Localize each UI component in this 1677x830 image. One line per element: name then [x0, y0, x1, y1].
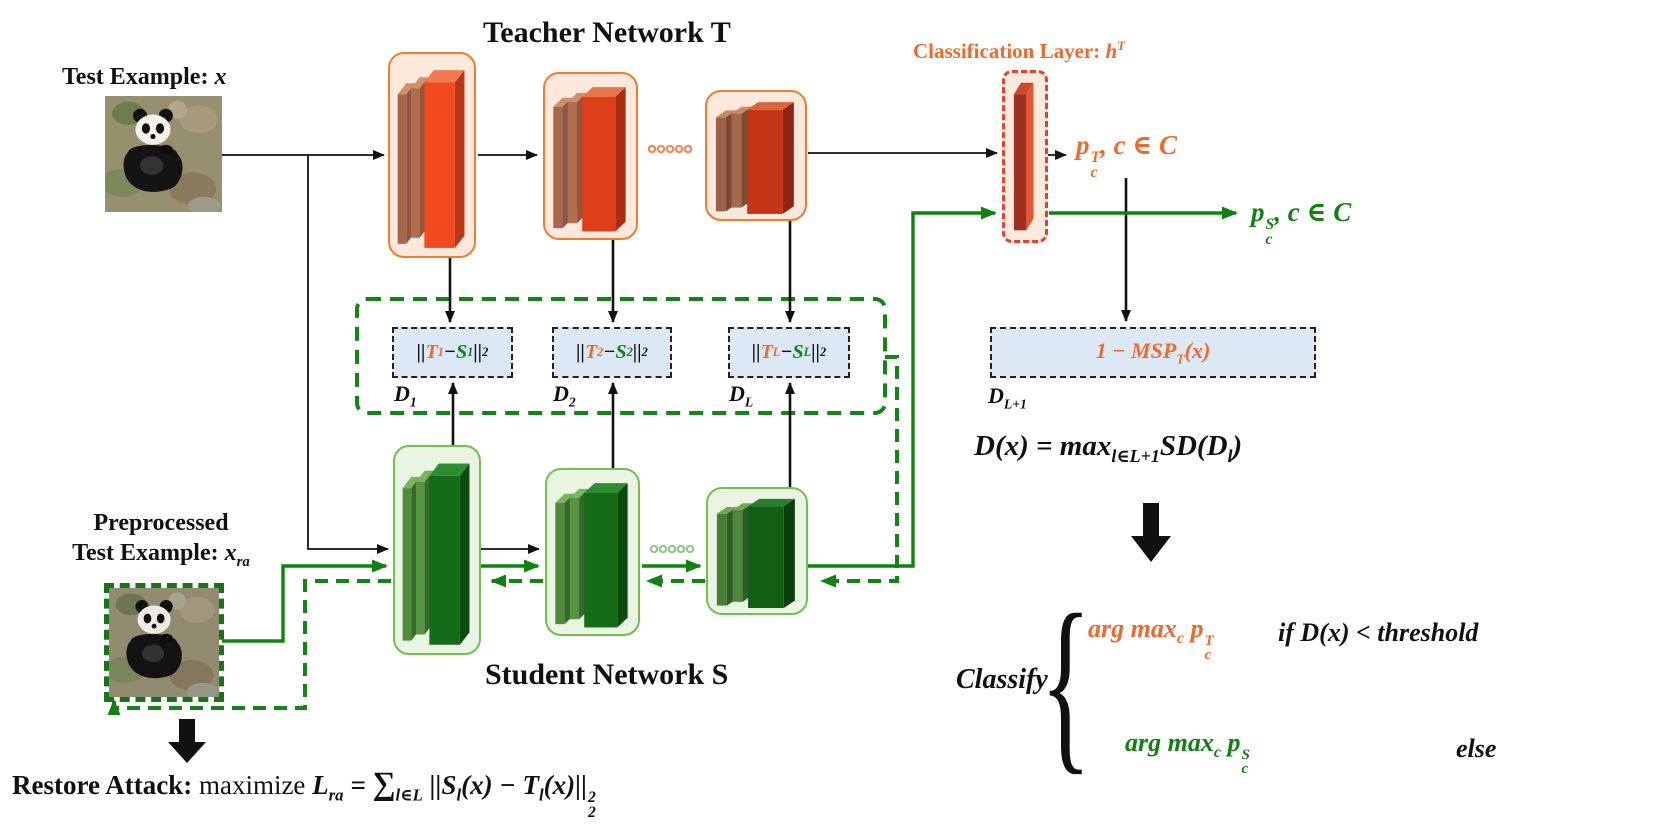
test-example-label: Test Example: x — [62, 64, 227, 90]
student-ellipsis-dots-icon — [649, 544, 695, 554]
student-layers-icon — [716, 498, 795, 609]
teacher-layers-icon — [397, 70, 465, 248]
teacher-network-title: Teacher Network T — [483, 16, 731, 49]
teacher-block-2 — [543, 72, 638, 240]
msp-box-label: DL+1 — [988, 383, 1027, 412]
classify-word: Classify — [956, 664, 1048, 695]
student-layers-icon — [402, 463, 470, 645]
distance-label-L: DL — [729, 381, 754, 410]
student-block-2 — [545, 468, 640, 636]
student-block-1 — [393, 445, 481, 655]
classify-row-2-cond: else — [1456, 734, 1497, 763]
detection-score-formula: D(x) = maxl∈L+1SD(Dl) — [974, 430, 1243, 466]
teacher-layers-icon — [553, 87, 626, 232]
restore-attack-formula: Restore Attack: maximize Lra = ∑l∈L ||Sl… — [12, 766, 596, 821]
teacher-layers-icon — [715, 102, 794, 214]
classify-row-1-cond: if D(x) < threshold — [1278, 618, 1479, 647]
teacher-ellipsis-dots-icon — [647, 144, 693, 154]
distance-label-1: D1 — [394, 381, 417, 410]
down-arrow-icon — [1131, 503, 1171, 562]
teacher-block-1 — [388, 52, 476, 258]
distance-panel-outline — [355, 297, 887, 415]
student-network-title: Student Network S — [485, 658, 729, 691]
distance-label-2: D2 — [553, 381, 576, 410]
classification-layer-label: Classification Layer: hT — [913, 38, 1126, 63]
preprocessed-image — [104, 583, 224, 702]
classifier-bar-icon — [1013, 82, 1034, 231]
test-example-image — [105, 96, 222, 212]
teacher-block-3 — [705, 90, 807, 221]
preprocessed-label: Preprocessed Test Example: xra — [72, 510, 250, 570]
student-layers-icon — [555, 483, 628, 628]
classification-layer-box — [1002, 70, 1048, 243]
student-block-3 — [706, 487, 808, 615]
msp-box: 1 − MSPT(x) — [990, 327, 1316, 378]
classify-brace: { — [1040, 575, 1092, 791]
down-arrow-icon — [168, 719, 206, 763]
